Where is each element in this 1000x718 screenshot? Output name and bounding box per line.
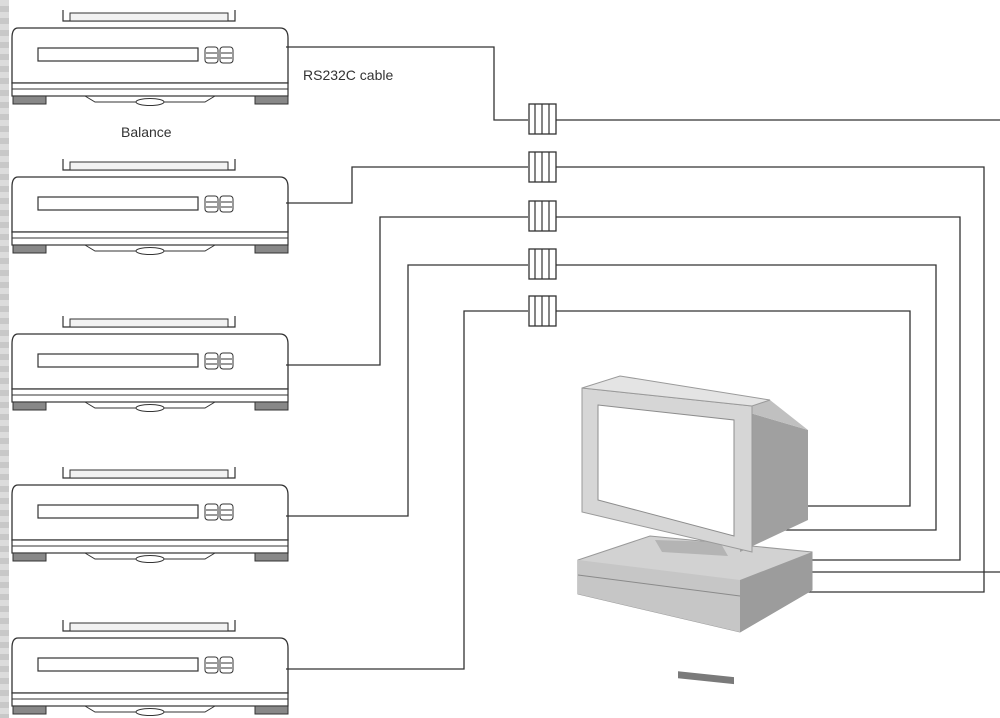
cable-line bbox=[286, 216, 528, 366]
connector-icon bbox=[528, 151, 557, 183]
balance-icon bbox=[11, 9, 289, 107]
balance-icon bbox=[11, 315, 289, 413]
connector-icon bbox=[528, 295, 557, 327]
cable-line bbox=[286, 166, 528, 204]
computer-icon bbox=[577, 375, 813, 685]
connector-icon bbox=[528, 200, 557, 232]
connector-icon bbox=[528, 103, 557, 135]
balance-icon bbox=[11, 466, 289, 564]
balance-icon bbox=[11, 158, 289, 256]
cable-lines bbox=[286, 46, 1000, 670]
cable-line bbox=[286, 264, 528, 517]
cable-line bbox=[556, 216, 961, 561]
balance-icon bbox=[11, 619, 289, 717]
cable-line bbox=[286, 310, 528, 670]
left-edge-strip bbox=[0, 0, 9, 718]
cable-label: RS232C cable bbox=[303, 67, 393, 83]
cable-line bbox=[556, 310, 911, 507]
balance-label: Balance bbox=[121, 124, 172, 140]
connector-icon bbox=[528, 248, 557, 280]
cable-line bbox=[556, 264, 937, 531]
cable-line bbox=[286, 46, 528, 121]
cable-line bbox=[556, 166, 985, 593]
